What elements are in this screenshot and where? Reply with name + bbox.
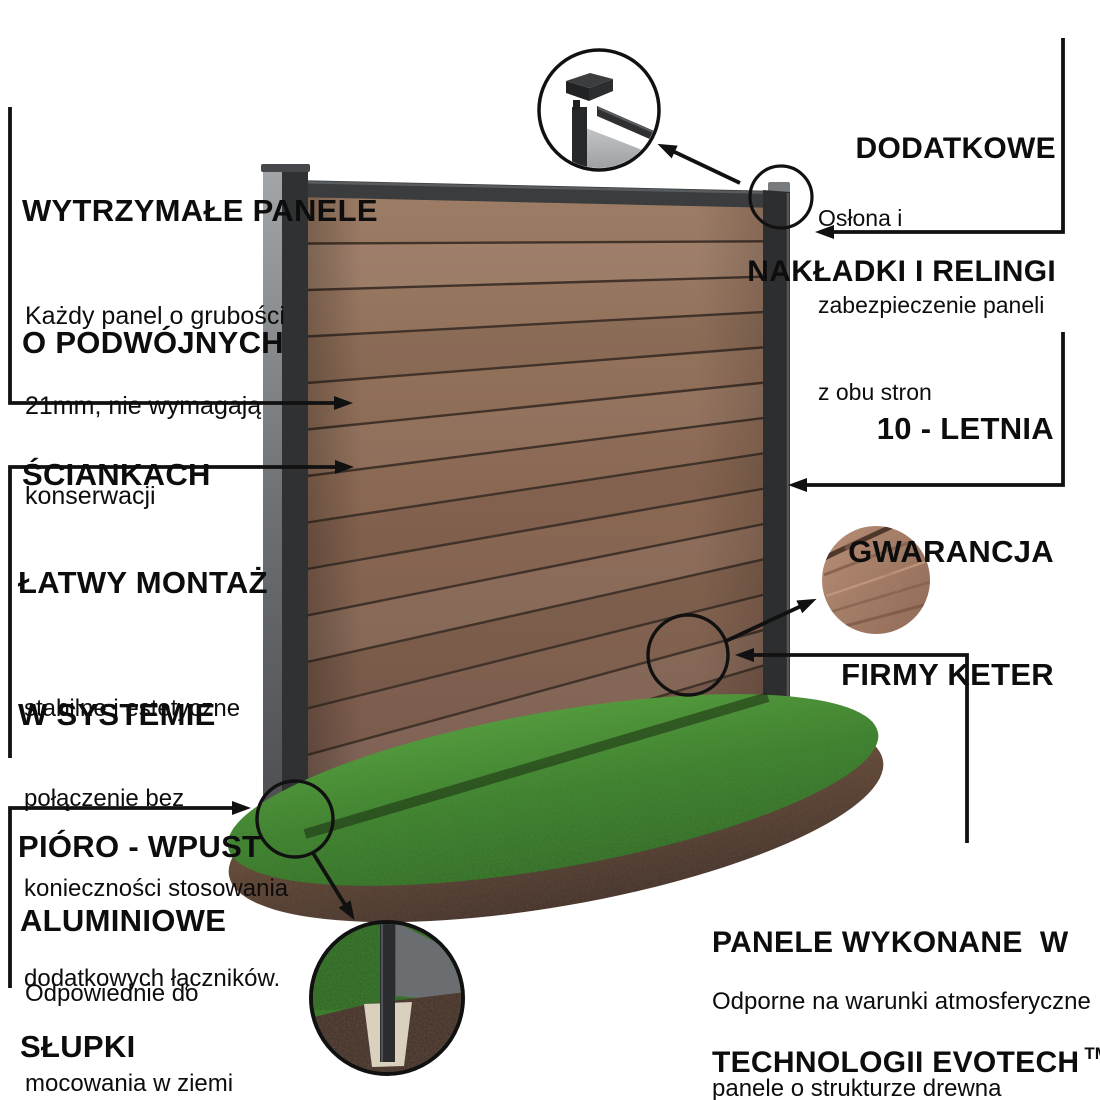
heading-line: NAKŁADKI I RELINGI [747, 255, 1056, 288]
callout-durable-panels-heading: WYTRZYMAŁE PANELE O PODWÓJNYCH ŚCIANKACH [22, 101, 378, 585]
heading-line: WYTRZYMAŁE PANELE [22, 193, 378, 228]
heading-line: GWARANCJA [848, 534, 1054, 569]
heading-line: ŁATWY MONTAŻ [18, 565, 268, 600]
callout-durable-panels-body: Każdy panel o grubości 21mm, nie wymagaj… [25, 241, 285, 571]
ground-anchor-detail-circle [309, 920, 465, 1076]
heading-line: TECHNOLOGII EVOTECHTM [712, 1043, 1100, 1087]
callout-aluminum-posts-body: Odpowiednie do mocowania w ziemi [25, 919, 233, 1100]
panel-zoom-circle [646, 613, 730, 697]
trademark-superscript: TM [1084, 1044, 1100, 1063]
heading-line: SŁUPKI [20, 1029, 136, 1064]
bracket-aluminum-posts [8, 801, 251, 988]
grass-island [227, 692, 884, 923]
post-cap-detail-circle [537, 48, 661, 172]
body-line: panele o strukturze drewna [712, 1075, 1002, 1100]
body-line: Odpowiednie do [25, 980, 199, 1007]
anchor-post [380, 924, 395, 1062]
arrow-to-wood-texture [725, 598, 817, 643]
callout-warranty-heading: 10 - LETNIA GWARANCJA FIRMY KETER [841, 326, 1054, 777]
body-line: dodatkowych łączników. [24, 965, 281, 992]
body-line: Osłona i [818, 205, 903, 231]
heading-line: PIÓRO - WPUST [18, 829, 262, 864]
body-line: połączenie bez [24, 785, 185, 812]
left-post-cap [261, 164, 310, 172]
bracket-easy-assembly [8, 460, 354, 758]
heading-line: FIRMY KETER [841, 657, 1054, 692]
wood-texture-circle [822, 526, 930, 634]
body-line: stabilne i estetyczne [24, 695, 241, 722]
cap-detail-rail-highlight [597, 107, 657, 136]
wood-grain [822, 526, 930, 630]
callout-evotech-body: Odporne na warunki atmosferyczne panele … [712, 929, 1091, 1100]
bracket-durable-panels [8, 107, 353, 410]
annotation-lines [8, 38, 1065, 988]
cap-detail-post-lip [573, 100, 580, 110]
top-rail-highlight [293, 180, 779, 195]
callout-aluminum-posts-heading: ALUMINIOWE SŁUPKI [20, 816, 226, 1100]
callout-easy-assembly-heading: ŁATWY MONTAŻ W SYSTEMIE PIÓRO - WPUST [18, 473, 268, 957]
fence-ground-shadow [303, 692, 770, 839]
body-line: zabezpieczenie paneli [818, 292, 1045, 318]
heading-line: 10 - LETNIA [876, 411, 1054, 446]
heading-line: PANELE WYKONANE W [712, 926, 1069, 959]
body-line: mocowania w ziemi [25, 1070, 234, 1097]
top-rail [294, 180, 778, 208]
heading-line: ŚCIANKACH [22, 457, 211, 492]
heading-line: W SYSTEMIE [18, 697, 216, 732]
body-line: 21mm, nie wymagają [25, 392, 262, 420]
post-base-zoom-circle [255, 779, 335, 859]
callout-easy-assembly-body: stabilne i estetyczne połączenie bez kon… [24, 634, 288, 1054]
cap-detail-panel [586, 128, 650, 168]
body-line: konserwacji [25, 482, 156, 510]
body-line: Odporne na warunki atmosferyczne [712, 988, 1091, 1015]
callout-evotech-heading: PANELE WYKONANE W TECHNOLOGII EVOTECHTM [712, 843, 1100, 1100]
cap-detail-cap-top [566, 73, 613, 88]
arrow-to-ground-detail [311, 851, 355, 921]
body-line: z obu stron [818, 379, 932, 405]
callout-caps-rails-body: Osłona i zabezpieczenie paneli z obu str… [818, 146, 1044, 465]
callout-caps-rails-heading: DODATKOWE NAKŁADKI I RELINGI [747, 46, 1056, 374]
bracket-warranty [788, 332, 1065, 492]
bracket-evotech [735, 648, 969, 843]
grass-texture [227, 694, 879, 886]
arrow-to-cap-detail [657, 143, 741, 185]
heading-line: O PODWÓJNYCH [22, 325, 284, 360]
cap-detail-cap-right [589, 79, 613, 101]
left-post-front [282, 168, 308, 840]
heading-line: DODATKOWE [855, 132, 1056, 165]
corner-zoom-circle [748, 164, 814, 230]
body-line: Każdy panel o grubości [25, 302, 285, 330]
right-post-cap [768, 182, 790, 193]
heading-line: ALUMINIOWE [20, 903, 227, 938]
panel-shading [307, 197, 766, 848]
right-post-front [763, 190, 790, 714]
body-line: konieczności stosowania [24, 875, 289, 902]
cap-detail-post [572, 107, 587, 168]
left-post-side [263, 168, 282, 836]
cap-detail-cap-left [566, 81, 589, 101]
anchor-back-panel [396, 924, 461, 1002]
bracket-caps-rails [815, 38, 1065, 239]
